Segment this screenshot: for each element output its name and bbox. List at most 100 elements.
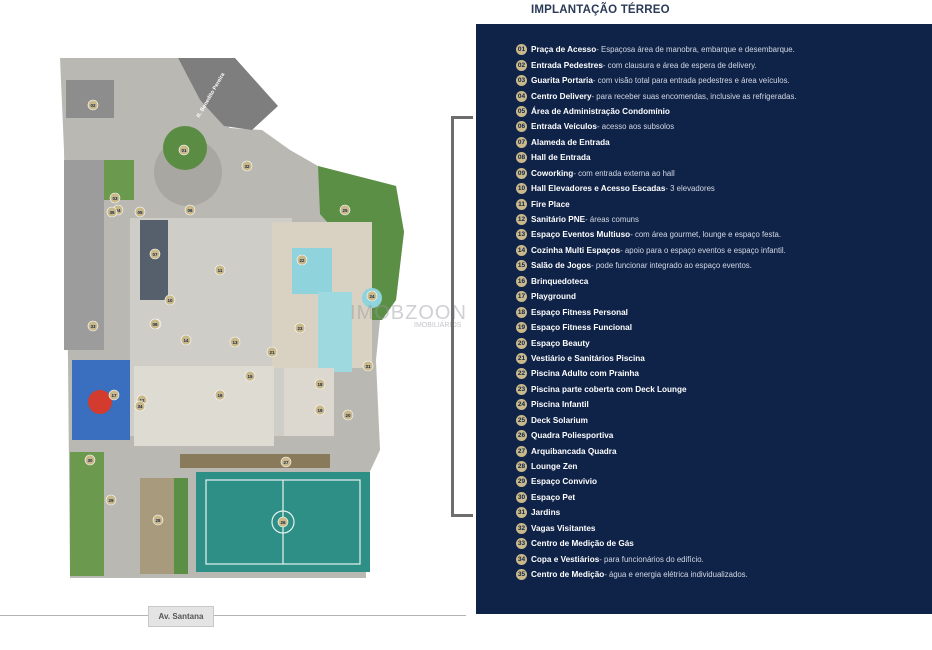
plan-marker	[339, 204, 351, 216]
plan-marker	[241, 160, 253, 172]
legend-number-badge: 22	[516, 368, 527, 380]
legend-number-badge: 27	[516, 445, 527, 457]
entry-garden	[104, 160, 134, 200]
legend-item-name: Centro de Medição de Gás	[531, 539, 634, 549]
stair-core	[140, 220, 168, 300]
plan-marker-label: 20	[345, 413, 351, 418]
plan-marker	[152, 514, 164, 526]
legend-number-badge: 01	[516, 44, 527, 56]
legend-item-name: Playground	[531, 292, 577, 302]
plan-marker-label: 02	[90, 103, 96, 108]
plan-marker-label: 23	[297, 326, 303, 331]
legend-number-badge: 13	[516, 229, 527, 241]
zen-garden	[140, 478, 180, 574]
legend-number-badge: 34	[516, 553, 527, 565]
plan-marker-label: 33	[90, 324, 96, 329]
legend-number-badge: 03	[516, 75, 527, 87]
legend-item-name: Fire Place	[531, 199, 570, 209]
plan-marker	[314, 378, 326, 390]
legend-item: 07 Alameda de Entrada	[516, 135, 797, 150]
plan-marker	[134, 400, 146, 412]
plan-marker	[108, 389, 120, 401]
legend-item-name: Espaço Eventos Multiuso	[531, 230, 631, 240]
plan-marker	[134, 206, 146, 218]
plan-marker	[87, 320, 99, 332]
plan-marker	[180, 334, 192, 346]
plan-marker-label: 22	[299, 258, 305, 263]
legend-item-name: Espaço Fitness Funcional	[531, 323, 633, 333]
legend-number-badge: 16	[516, 275, 527, 287]
plan-marker	[105, 494, 117, 506]
legend-number-badge: 04	[516, 90, 527, 102]
legend-item: 11 Fire Place	[516, 196, 797, 211]
legend-number-badge: 20	[516, 337, 527, 349]
legend-number-badge: 30	[516, 491, 527, 503]
plan-marker-label: 17	[111, 393, 117, 398]
plan-marker-label: 25	[342, 208, 348, 213]
legend-item-name: Arquibancada Quadra	[531, 446, 617, 456]
legend-number-badge: 10	[516, 183, 527, 195]
legend-item-description: - água e energia elétrica individualizad…	[604, 570, 748, 580]
plan-marker-label: 34	[137, 404, 143, 409]
legend-item-name: Alameda de Entrada	[531, 137, 610, 147]
legend-item-name: Piscina Infantil	[531, 400, 589, 410]
plan-marker	[229, 336, 241, 348]
legend-item-description: - acesso aos subsolos	[596, 122, 675, 132]
legend-item-name: Espaço Pet	[531, 492, 576, 502]
legend-item-description: - com visão total para entrada pedestres…	[592, 76, 790, 86]
plan-markers: 0102030405060708091011121314151617181920…	[84, 99, 378, 528]
legend-item-name: Guarita Portaria	[531, 76, 593, 86]
legend-number-badge: 15	[516, 260, 527, 272]
legend-item-name: Hall de Entrada	[531, 153, 591, 163]
plan-marker	[280, 456, 292, 468]
pool-covered	[318, 292, 352, 372]
legend-number-badge: 11	[516, 198, 527, 210]
legend-item-name: Espaço Beauty	[531, 338, 590, 348]
playground-slide	[88, 390, 112, 414]
plan-marker	[294, 322, 306, 334]
legend-item: 20 Espaço Beauty	[516, 335, 797, 350]
plan-marker-label: 03	[112, 196, 118, 201]
plan-marker-label: 32	[244, 164, 250, 169]
plan-marker-label: 06	[187, 208, 193, 213]
plan-marker-label: 18	[317, 382, 323, 387]
legend-number-badge: 24	[516, 399, 527, 411]
plan-marker	[244, 370, 256, 382]
plan-marker-label: 09	[152, 322, 158, 327]
legend-number-badge: 07	[516, 136, 527, 148]
plan-marker-label: 01	[181, 148, 187, 153]
plan-marker-label: 26	[280, 520, 286, 525]
watermark: IMOBZOON	[350, 302, 467, 324]
legend-item-description: - Espaçosa área de manobra, embarque e d…	[596, 45, 795, 55]
access-street	[178, 58, 278, 130]
plan-marker	[366, 290, 378, 302]
zoom-bracket	[451, 116, 473, 517]
plan-marker-label: 35	[109, 210, 115, 215]
legend-item-name: Deck Solarium	[531, 415, 588, 425]
plan-marker-label: 11	[218, 268, 223, 273]
plan-marker-label: 19	[317, 408, 323, 413]
plan-marker-label: 24	[369, 294, 375, 299]
legend-item-name: Vestiário e Sanitários Piscina	[531, 353, 645, 363]
plan-marker-label: 12	[139, 398, 145, 403]
